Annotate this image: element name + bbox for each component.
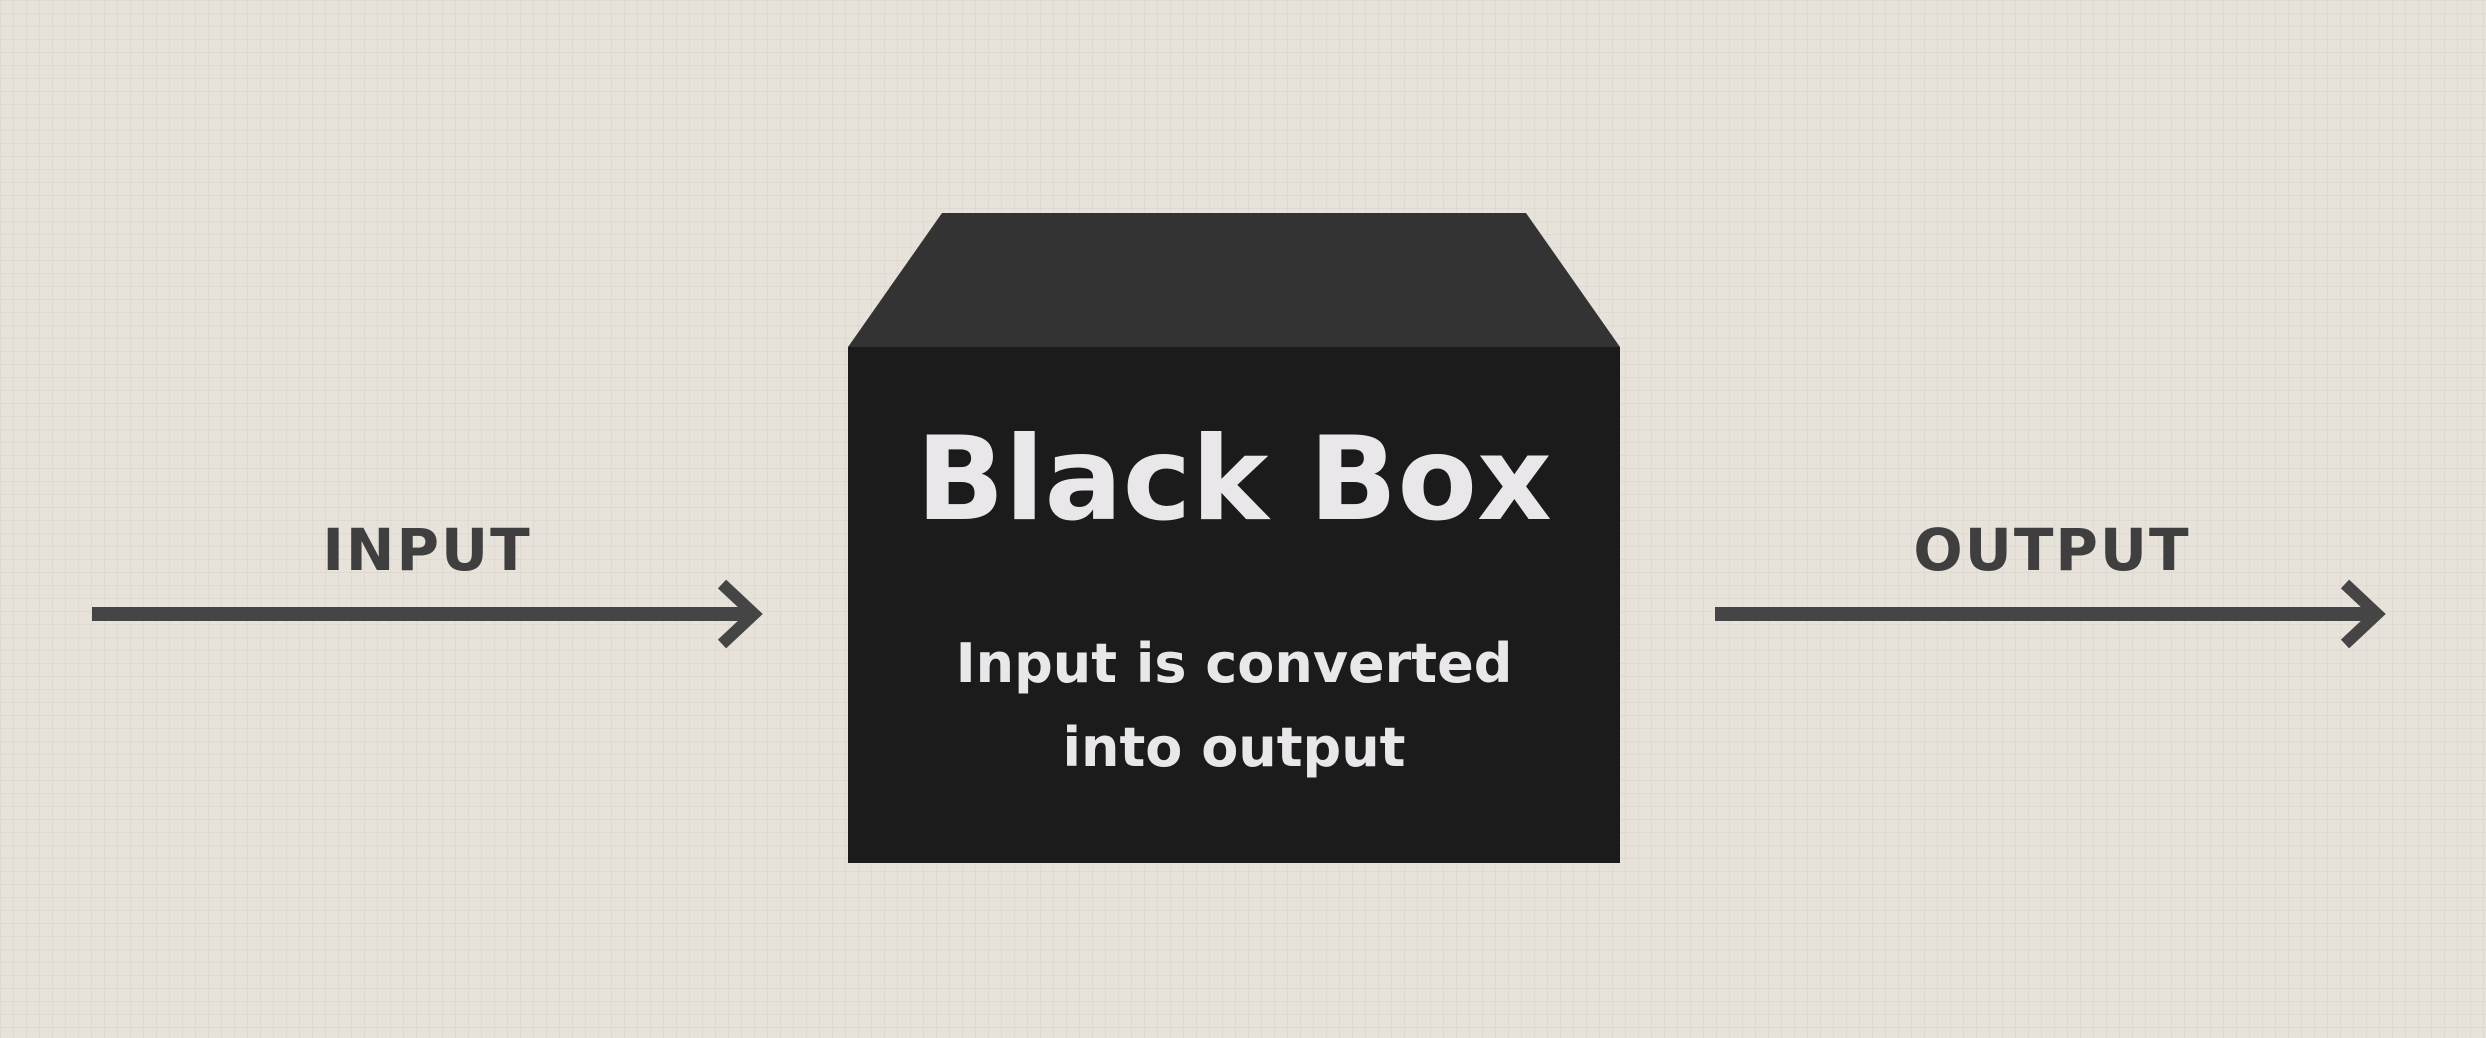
output-label: OUTPUT <box>1913 516 2191 584</box>
output-arrow-head <box>2340 579 2386 649</box>
output-arrow <box>1715 579 2386 649</box>
black-box-front <box>848 347 1620 863</box>
black-box-top <box>848 213 1620 347</box>
box-description-line-1: Input is converted <box>955 632 1513 695</box>
black-box <box>848 213 1620 863</box>
box-description: Input is converted into output <box>848 622 1620 790</box>
input-arrow <box>92 579 763 649</box>
box-title: Black Box <box>916 412 1552 547</box>
input-arrow-head <box>717 579 763 649</box>
input-label: INPUT <box>322 516 532 584</box>
box-description-line-2: into output <box>1062 716 1406 779</box>
